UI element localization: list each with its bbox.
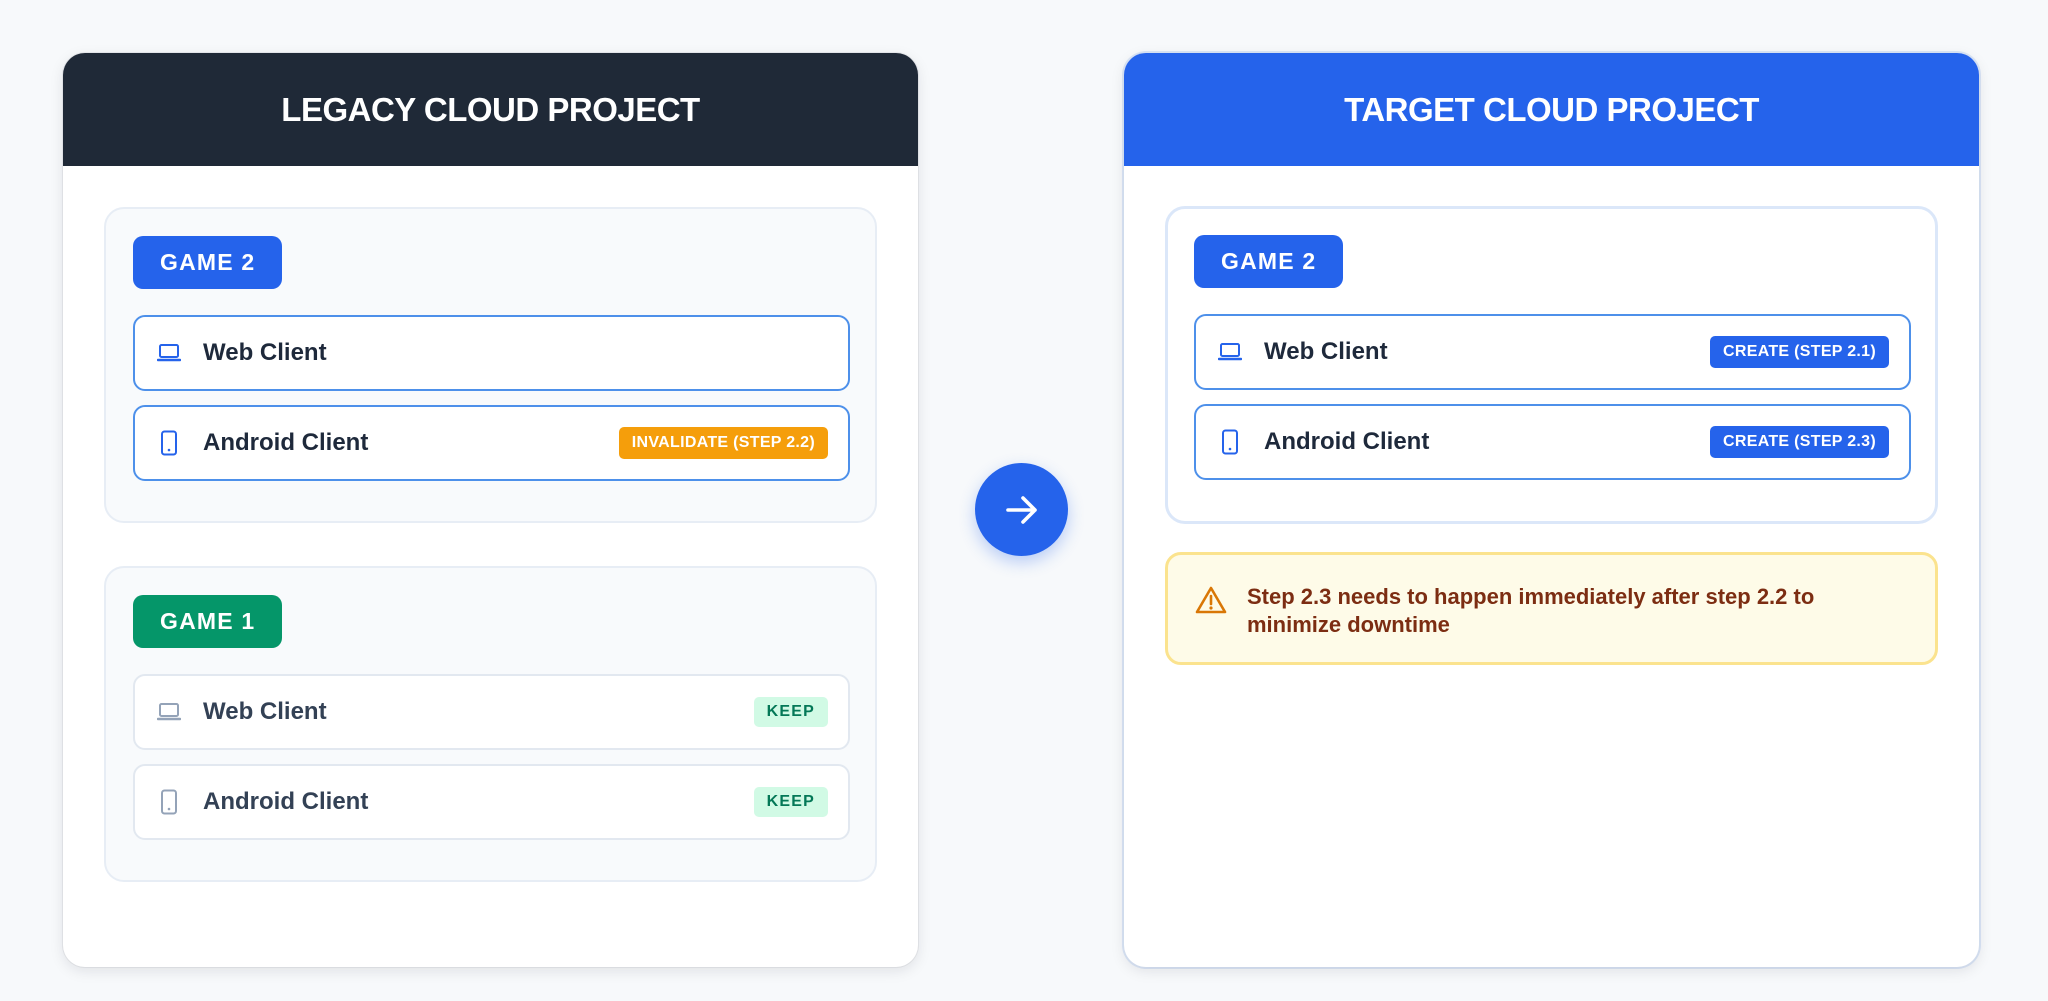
target-game2-android-client[interactable]: Android Client CREATE (STEP 2.3) (1194, 404, 1911, 480)
legacy-game1-web-client[interactable]: Web Client KEEP (133, 674, 850, 750)
game2-badge: GAME 2 (1194, 235, 1344, 288)
create-status-badge: CREATE (STEP 2.3) (1710, 426, 1889, 458)
legacy-game2-group: GAME 2 Web Client Android Client INVALID… (104, 207, 877, 523)
invalidate-status-badge: INVALIDATE (STEP 2.2) (618, 427, 828, 459)
client-label: Web Client (1264, 338, 1388, 365)
laptop-icon (1218, 339, 1242, 365)
legacy-game1-group: GAME 1 Web Client KEEP Android Client KE… (104, 566, 877, 882)
target-game2-web-client[interactable]: Web Client CREATE (STEP 2.1) (1194, 314, 1911, 390)
client-label: Android Client (1264, 428, 1430, 455)
phone-icon (1218, 429, 1242, 455)
legacy-game1-android-client[interactable]: Android Client KEEP (133, 764, 850, 840)
target-game2-group: GAME 2 Web Client CREATE (STEP 2.1) Andr… (1165, 206, 1938, 524)
laptop-icon (157, 699, 181, 725)
client-label: Android Client (203, 429, 369, 456)
game1-badge: GAME 1 (133, 595, 283, 648)
target-project-panel: TARGET CLOUD PROJECT GAME 2 Web Client C… (1124, 53, 1979, 967)
legacy-project-panel: LEGACY CLOUD PROJECT GAME 2 Web Client A… (63, 53, 918, 967)
laptop-icon (157, 340, 181, 366)
phone-icon (157, 430, 181, 456)
legacy-game2-android-client[interactable]: Android Client INVALIDATE (STEP 2.2) (133, 405, 850, 481)
game2-badge: GAME 2 (133, 236, 283, 289)
create-status-badge: CREATE (STEP 2.1) (1710, 336, 1889, 368)
keep-status-badge: KEEP (753, 787, 828, 817)
downtime-warning-callout: Step 2.3 needs to happen immediately aft… (1165, 552, 1938, 665)
target-panel-title: TARGET CLOUD PROJECT (1124, 53, 1979, 166)
warning-icon (1195, 585, 1227, 620)
arrow-right-icon (1005, 495, 1037, 524)
client-label: Web Client (203, 698, 327, 725)
legacy-game2-web-client[interactable]: Web Client (133, 315, 850, 391)
phone-icon (157, 789, 181, 815)
keep-status-badge: KEEP (753, 697, 828, 727)
legacy-panel-title: LEGACY CLOUD PROJECT (63, 53, 918, 166)
client-label: Android Client (203, 788, 369, 815)
warning-text: Step 2.3 needs to happen immediately aft… (1247, 584, 1815, 637)
client-label: Web Client (203, 339, 327, 366)
migrate-arrow-button[interactable] (975, 463, 1068, 556)
